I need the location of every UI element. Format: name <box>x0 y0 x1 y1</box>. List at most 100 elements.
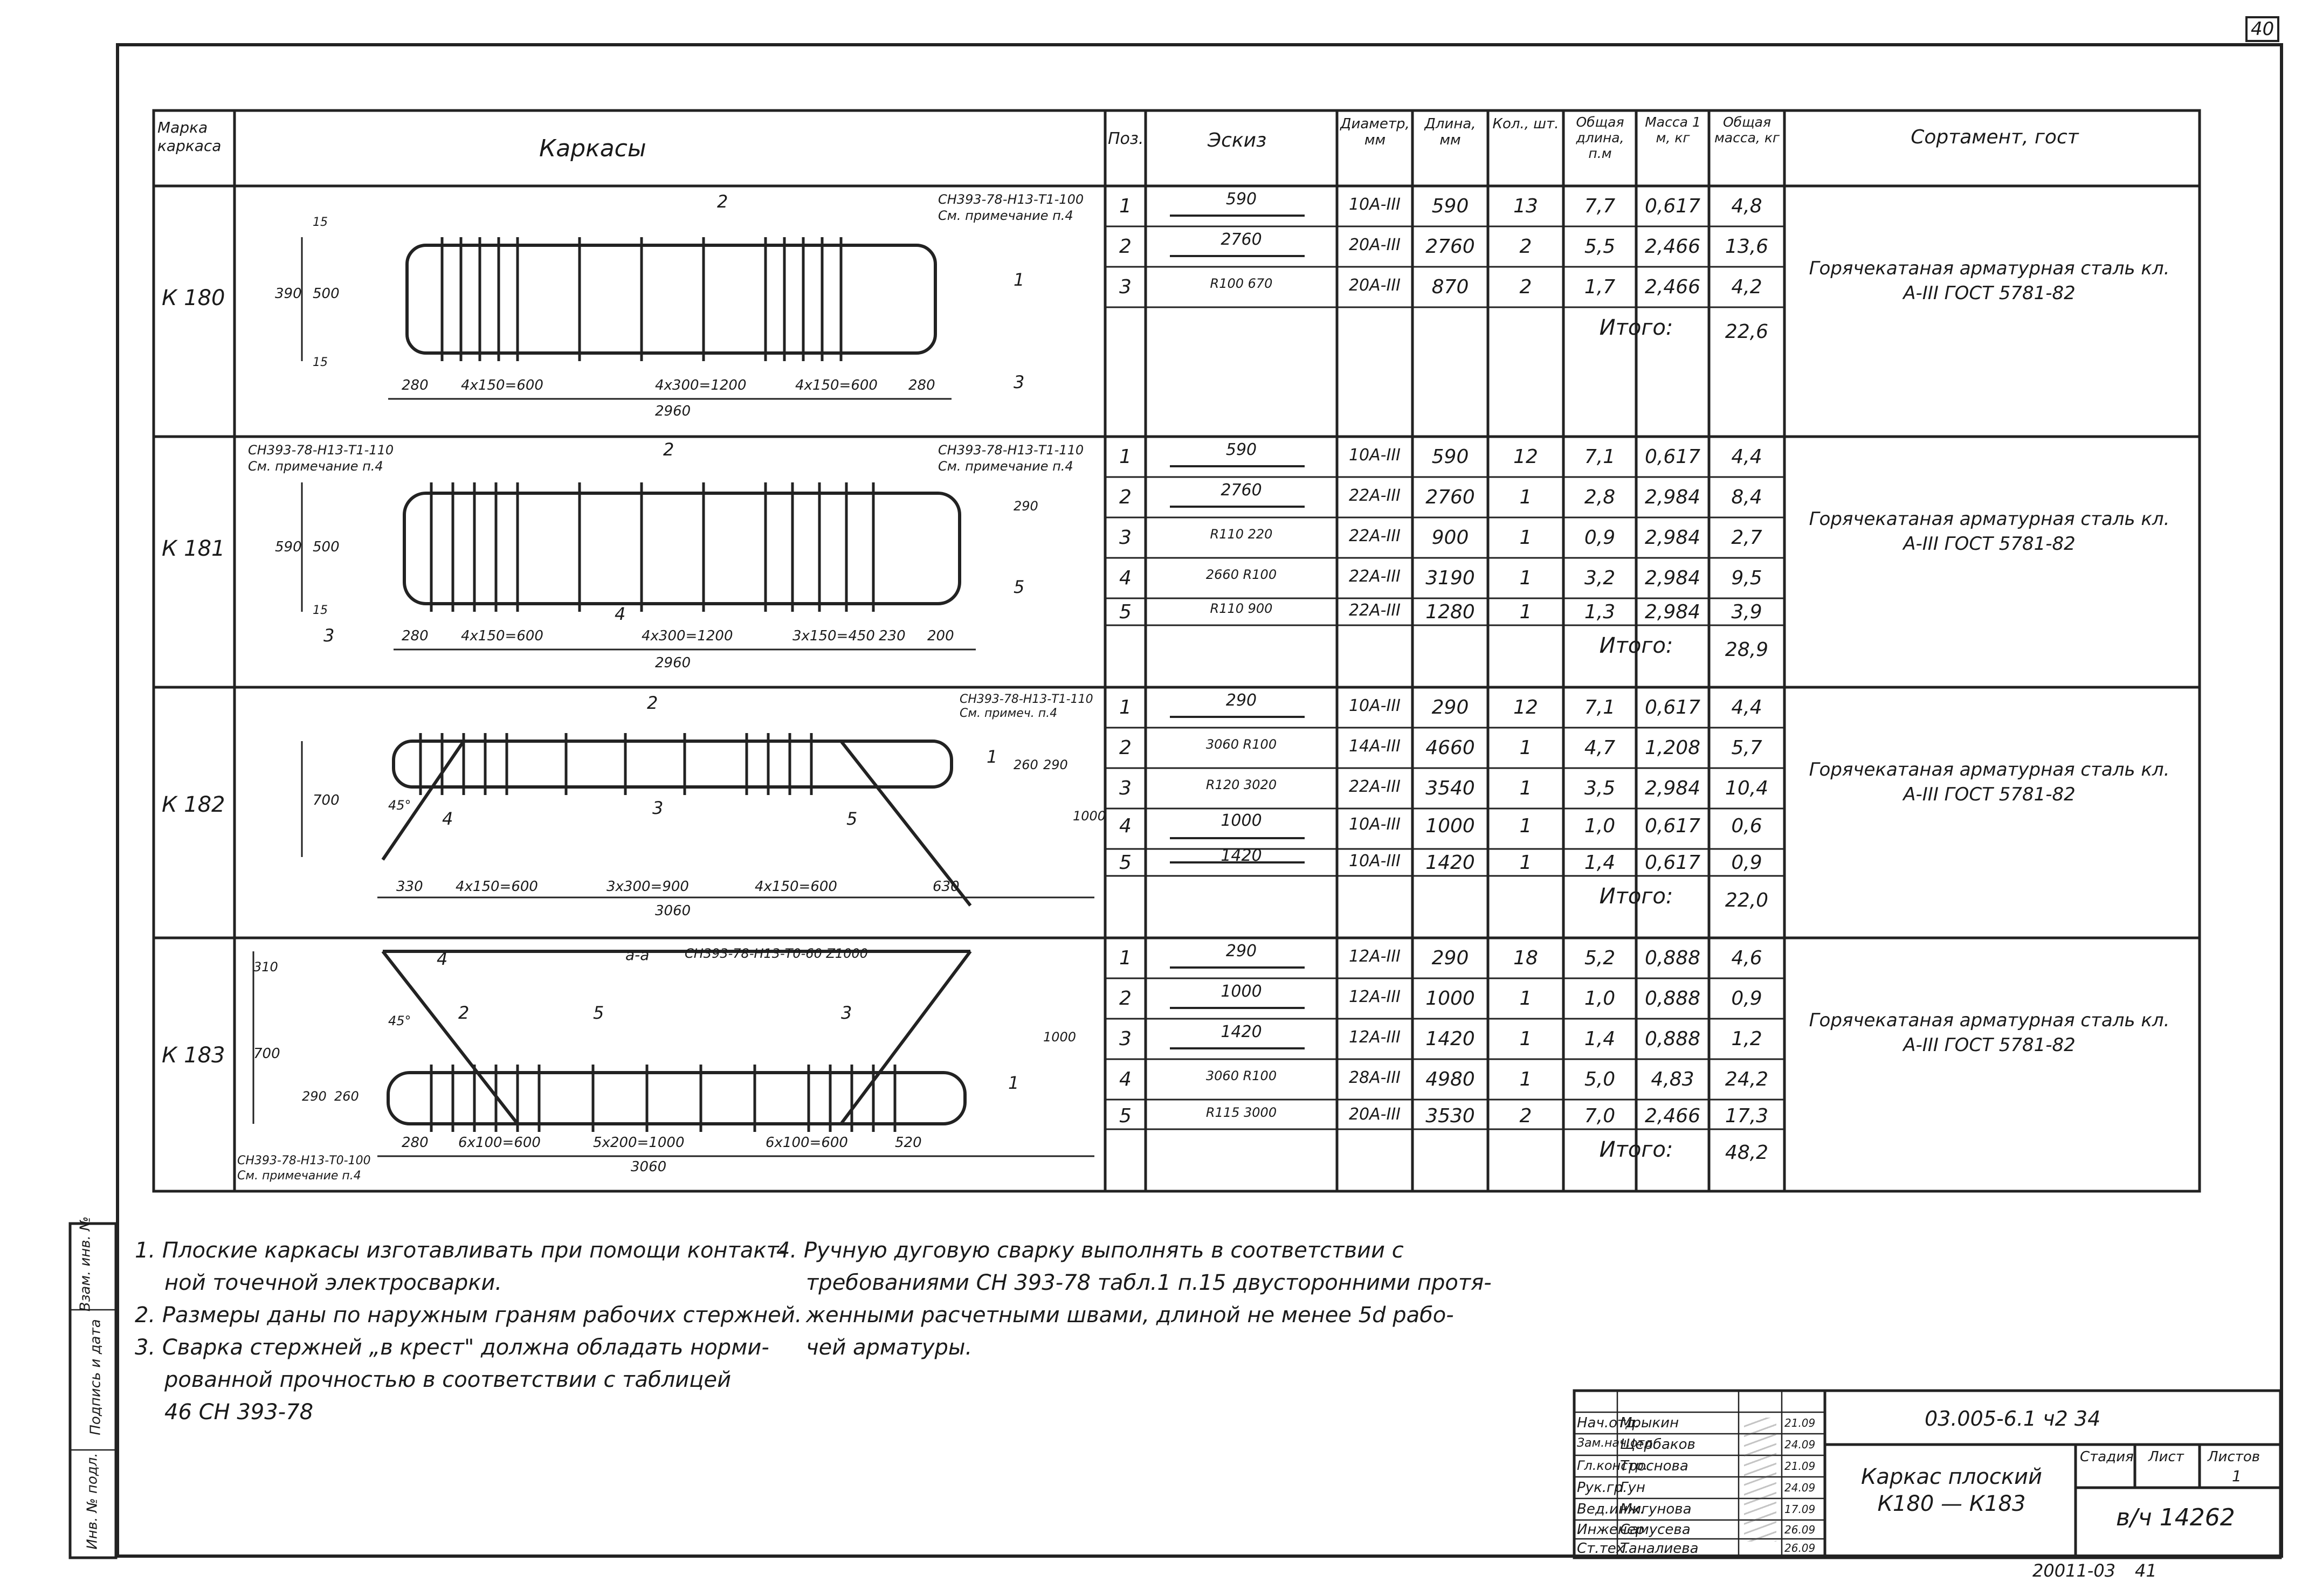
dim-5: 280 <box>908 377 935 393</box>
frame-k183-drawing <box>381 950 972 1132</box>
dim-6: 200 <box>927 628 954 644</box>
total-label: Итого: <box>1599 884 1673 909</box>
dim-height: 1000 <box>1043 1030 1077 1045</box>
tb-name: Троснова <box>1620 1458 1688 1474</box>
row-sketch: 2660 R100 <box>1205 567 1277 582</box>
dim-3: 3x300=900 <box>606 879 689 895</box>
row-len: 1280 <box>1425 601 1475 623</box>
total-value: 22,0 <box>1725 889 1769 911</box>
weld-note: СН393-78-Н13-Т1-100 См. примечание п.4 <box>938 192 1084 223</box>
tb-org: в/ч 14262 <box>2116 1504 2235 1531</box>
row-len: 3190 <box>1425 567 1475 589</box>
row-len: 870 <box>1431 276 1469 298</box>
dim-angle: 45° <box>388 798 411 813</box>
row-tl: 1,4 <box>1584 1028 1616 1050</box>
callout: 3 <box>1014 372 1025 392</box>
dim-4: 4x150=600 <box>795 377 878 393</box>
row-tl: 3,2 <box>1584 567 1616 589</box>
row-sketch: 1000 <box>1221 982 1262 1001</box>
row-diam: 12А-III <box>1348 947 1401 966</box>
tb-role: Гл.констр. <box>1577 1458 1648 1473</box>
callout: 3 <box>323 625 335 646</box>
row-diam: 20А-III <box>1348 1105 1401 1124</box>
tb-name: Гун <box>1620 1480 1645 1496</box>
row-tm: 24,2 <box>1725 1068 1769 1090</box>
row-m1: 0,617 <box>1644 446 1701 468</box>
row-m1: 2,984 <box>1644 567 1701 589</box>
dim-overall: 2960 <box>655 655 691 671</box>
note-line: 1. Плоские каркасы изготавливать при пом… <box>135 1238 787 1263</box>
tb-date: 17.09 <box>1784 1503 1816 1516</box>
tb-stage: Стадия <box>2080 1449 2134 1465</box>
dim-2: 4x150=600 <box>461 377 543 393</box>
weld-note: СН393-78-Н13-Т0-100 См. примечание п.4 <box>237 1154 371 1183</box>
tb-name: Самусева <box>1620 1522 1691 1538</box>
dim-2: 4x150=600 <box>461 628 543 644</box>
row-m1: 2,984 <box>1644 777 1701 799</box>
row-tm: 9,5 <box>1731 567 1762 589</box>
row-tm: 1,2 <box>1731 1028 1762 1050</box>
row-pos: 5 <box>1119 1105 1132 1127</box>
row-diam: 10А-III <box>1348 446 1401 465</box>
callout: 1 <box>1014 270 1025 290</box>
row-pos: 1 <box>1119 446 1132 468</box>
dim-1: 280 <box>402 628 429 644</box>
row-m1: 2,984 <box>1644 527 1701 549</box>
row-tl: 7,1 <box>1584 696 1616 718</box>
callout: 3 <box>652 798 664 818</box>
row-sketch: 3060 R100 <box>1205 1068 1277 1083</box>
weld-note-right: СН393-78-Н13-Т1-110 См. примечание п.4 <box>938 443 1084 474</box>
mark-k183: К 183 <box>162 1043 225 1068</box>
side-stamp-sign: Подпись и дата <box>87 1319 104 1435</box>
callout: 2 <box>663 439 674 460</box>
drawing-frame <box>116 43 2283 1558</box>
row-qty: 13 <box>1513 195 1538 217</box>
total-value: 22,6 <box>1725 321 1769 343</box>
callout: 1 <box>987 747 998 767</box>
dim-height: 310 <box>253 959 278 975</box>
tb-title: Каркас плоский К180 — К183 <box>1860 1464 2042 1516</box>
row-qty: 2 <box>1519 236 1532 258</box>
tb-role: Зам.нач.отд. <box>1577 1436 1657 1450</box>
dim-5: 630 <box>933 879 960 895</box>
row-sketch: 1420 <box>1221 846 1262 865</box>
row-qty: 1 <box>1519 737 1532 759</box>
tb-sheets-value: 1 <box>2232 1467 2242 1485</box>
mark-k182: К 182 <box>162 792 225 817</box>
dim-height: 15 <box>313 604 328 617</box>
callout: 5 <box>846 809 858 829</box>
dim-height: 260 <box>334 1089 359 1104</box>
header-assortment: Сортамент, гост <box>1911 126 2079 148</box>
row-diam: 10А-III <box>1348 195 1401 214</box>
dim-overall: 3060 <box>631 1159 667 1175</box>
row-m1: 1,208 <box>1644 737 1701 759</box>
row-pos: 5 <box>1119 852 1132 874</box>
row-tl: 1,0 <box>1584 815 1616 837</box>
row-len: 900 <box>1431 527 1469 549</box>
row-qty: 1 <box>1519 527 1532 549</box>
row-qty: 12 <box>1513 446 1538 468</box>
row-tm: 4,4 <box>1731 446 1762 468</box>
total-label: Итого: <box>1599 633 1673 658</box>
row-len: 290 <box>1431 696 1469 718</box>
note-line: чей арматуры. <box>806 1335 973 1360</box>
dim-height: 260 <box>1014 757 1038 772</box>
row-tm: 4,4 <box>1731 696 1762 718</box>
row-sketch: R100 670 <box>1210 276 1273 291</box>
side-stamp-repl: Взам. инв. № <box>77 1216 94 1312</box>
mark-k180: К 180 <box>162 286 225 310</box>
row-qty: 2 <box>1519 276 1532 298</box>
frame-k182-drawing <box>381 733 972 907</box>
header-qty: Кол., шт. <box>1492 116 1559 132</box>
row-sketch: 590 <box>1225 440 1257 459</box>
dim-overall: 3060 <box>655 903 691 919</box>
callout: 5 <box>593 1003 604 1023</box>
row-tm: 8,4 <box>1731 486 1762 508</box>
callout: 2 <box>458 1003 470 1023</box>
row-m1: 0,617 <box>1644 696 1701 718</box>
row-tl: 1,4 <box>1584 852 1616 874</box>
row-len: 590 <box>1431 195 1469 217</box>
row-diam: 28А-III <box>1348 1068 1401 1087</box>
note-line: 3. Сварка стержней „в крест" должна обла… <box>135 1335 769 1360</box>
row-sketch: 2760 <box>1221 230 1262 249</box>
